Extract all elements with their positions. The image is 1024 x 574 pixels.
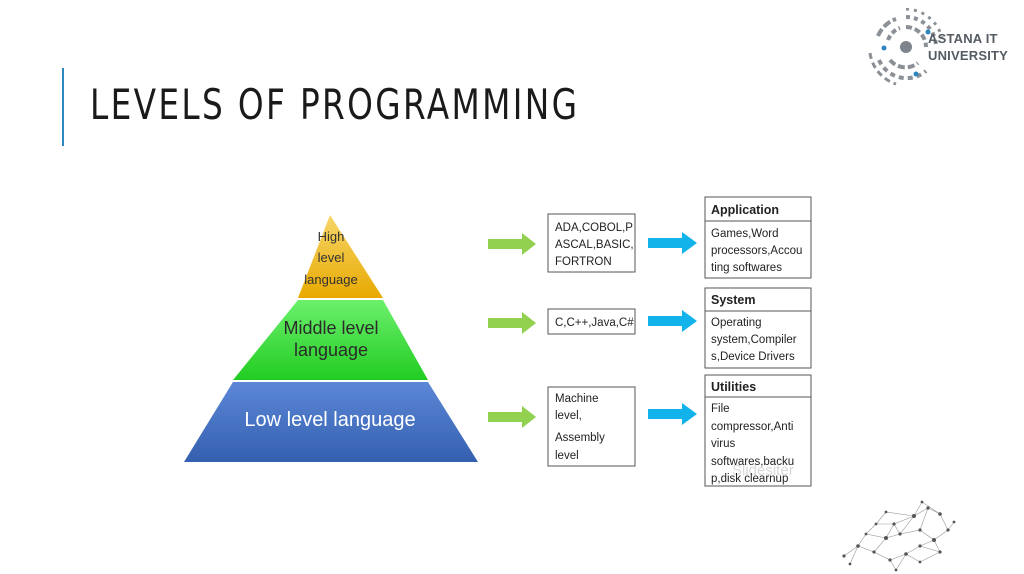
- slide-title: LEVELS OF PROGRAMMING: [90, 80, 580, 129]
- system-line-3: s,Device Drivers: [711, 351, 795, 363]
- watermark: Slidesiter: [732, 462, 794, 479]
- system-heading: System: [711, 293, 755, 307]
- languages-middle-line-1: C,C++,Java,C#: [555, 317, 634, 329]
- title-accent-bar: [62, 68, 64, 146]
- pyramid-top-segment: [298, 215, 383, 298]
- green-arrow-middle: [488, 312, 536, 334]
- pyramid-top-label-1: High: [318, 229, 345, 244]
- blue-arrow-low: [648, 403, 697, 425]
- green-arrow-low: [488, 406, 536, 428]
- languages-low-box: [547, 386, 636, 467]
- pyramid-bottom-label: Low level language: [244, 409, 415, 431]
- application-line-1: Games,Word: [711, 228, 779, 240]
- utilities-line-3: virus: [711, 438, 736, 450]
- logo-text: ASTANA IT UNIVERSITY: [928, 30, 1008, 64]
- languages-high-box: [547, 213, 636, 273]
- pyramid-top-label-3: language: [304, 272, 358, 287]
- languages-low-line-4: level: [555, 450, 579, 462]
- languages-low-line-2: level,: [555, 410, 582, 422]
- green-arrow-high: [488, 233, 536, 255]
- pyramid-top-label-2: level: [318, 250, 345, 265]
- blue-arrow-high: [648, 232, 697, 254]
- application-line-3: ting softwares: [711, 262, 782, 274]
- utilities-line-5: p,disk clearnup: [711, 473, 788, 485]
- utilities-line-4: softwares,backu: [711, 456, 794, 468]
- logo-line-2: UNIVERSITY: [928, 48, 1009, 63]
- pyramid-middle-segment: [233, 300, 428, 380]
- blue-arrow-middle: [648, 310, 697, 332]
- system-line-1: Operating: [711, 317, 762, 329]
- system-box: [704, 287, 812, 369]
- languages-high-line-3: FORTRON: [555, 256, 612, 268]
- application-box: [704, 196, 812, 279]
- pyramid-middle-label-2: language: [294, 340, 368, 360]
- utilities-box: [704, 374, 812, 487]
- utilities-line-1: File: [711, 403, 730, 415]
- languages-low-line-1: Machine: [555, 393, 598, 405]
- languages-high-line-1: ADA,COBOL,P: [555, 222, 633, 234]
- network-decoration: [842, 500, 956, 572]
- pyramid-bottom-segment: [184, 382, 478, 462]
- application-line-2: processors,Accou: [711, 245, 802, 257]
- utilities-line-2: compressor,Anti: [711, 421, 793, 433]
- application-heading: Application: [711, 203, 779, 217]
- university-logo: [868, 8, 944, 86]
- logo-line-1: ASTANA IT: [928, 31, 998, 46]
- system-line-2: system,Compiler: [711, 334, 797, 346]
- languages-middle-box: [547, 308, 636, 335]
- languages-low-line-3: Assembly: [555, 432, 605, 444]
- languages-high-line-2: ASCAL,BASIC,: [555, 239, 634, 251]
- pyramid-middle-label-1: Middle level: [283, 318, 378, 338]
- utilities-heading: Utilities: [711, 380, 756, 394]
